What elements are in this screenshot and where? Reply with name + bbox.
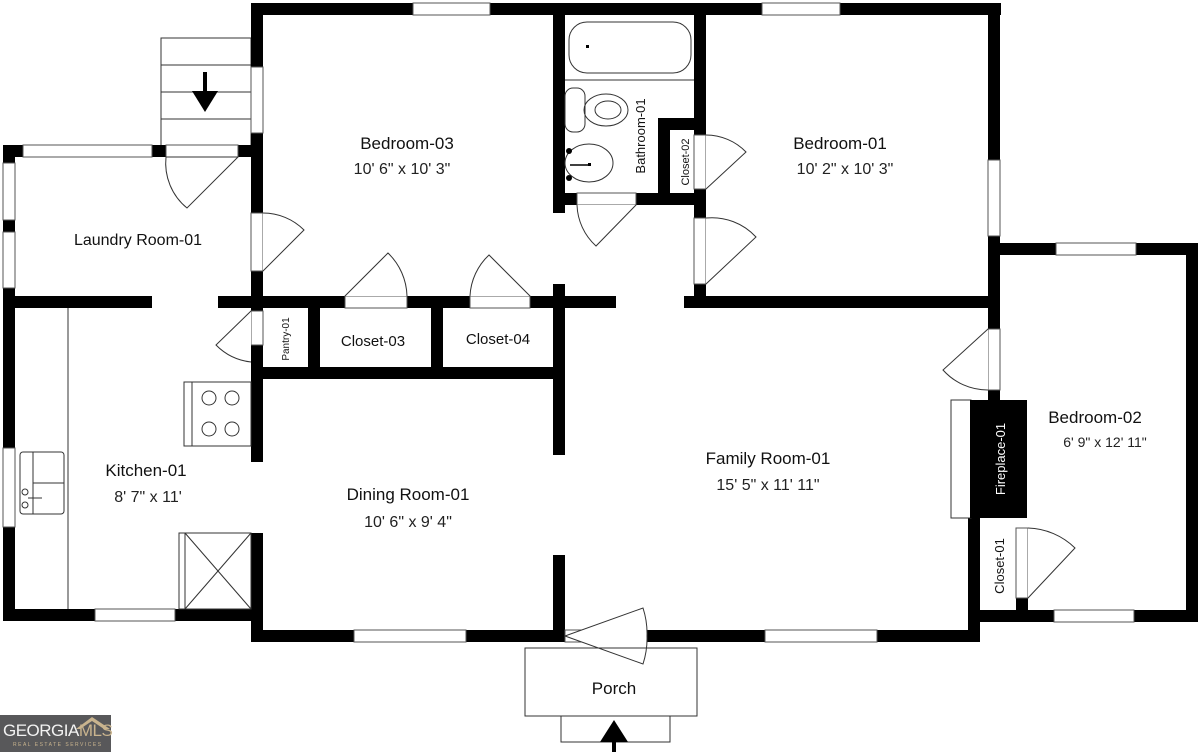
room-name: Kitchen-01 xyxy=(105,461,186,480)
room-name: Closet-01 xyxy=(992,538,1007,594)
room-closet-03: Closet-03 xyxy=(341,333,405,350)
stairs-down-arrow-icon xyxy=(192,72,218,112)
fireplace-icon xyxy=(950,399,1027,519)
room-closet-02: Closet-02 xyxy=(680,138,692,185)
room-name: Fireplace-01 xyxy=(993,423,1008,495)
room-dimensions: 8' 7" x 11' xyxy=(114,489,182,506)
door-pantry xyxy=(215,310,264,363)
kitchen-sink-icon xyxy=(19,451,65,515)
bathtub-icon xyxy=(568,21,692,74)
room-closet-01: Closet-01 xyxy=(992,538,1007,594)
door-closet-03 xyxy=(344,252,408,309)
door-bedroom02 xyxy=(942,328,1001,391)
door-closet-01 xyxy=(1015,527,1076,599)
roof-icon xyxy=(76,717,110,729)
room-dining-01: Dining Room-01 10' 6" x 9' 4" xyxy=(347,485,470,531)
room-name: Dining Room-01 xyxy=(347,485,470,504)
fixtures xyxy=(19,21,1027,752)
room-closet-04: Closet-04 xyxy=(466,331,530,348)
door-bedroom03-west xyxy=(250,212,305,272)
room-family-01: Family Room-01 15' 5" x 11' 11" xyxy=(706,449,831,494)
stove-icon xyxy=(183,381,252,447)
room-name: Porch xyxy=(592,679,636,698)
refrigerator-icon xyxy=(178,532,252,610)
stairs xyxy=(160,37,252,147)
room-name: Bedroom-01 xyxy=(793,134,887,153)
logo-brand-right: MLS xyxy=(78,721,113,740)
room-kitchen-01: Kitchen-01 8' 7" x 11' xyxy=(105,461,186,506)
door-bathroom xyxy=(576,192,637,247)
room-pantry-01: Pantry-01 xyxy=(281,317,292,361)
room-bathroom-01: Bathroom-01 xyxy=(633,98,648,173)
room-name: Bathroom-01 xyxy=(633,98,648,173)
room-dimensions: 10' 2" x 10' 3" xyxy=(797,161,894,178)
room-labels: Bedroom-03 10' 6" x 10' 3" Bedroom-01 10… xyxy=(74,98,1147,698)
door-bedroom01 xyxy=(693,217,757,285)
room-name: Closet-02 xyxy=(680,138,692,185)
room-name: Bedroom-02 xyxy=(1048,408,1142,427)
room-bedroom-03: Bedroom-03 10' 6" x 10' 3" xyxy=(354,134,454,178)
room-dimensions: 10' 6" x 9' 4" xyxy=(364,514,452,531)
room-name: Bedroom-03 xyxy=(360,134,454,153)
room-name: Family Room-01 xyxy=(706,449,831,468)
room-fireplace-01: Fireplace-01 xyxy=(993,423,1008,495)
room-bedroom-02: Bedroom-02 6' 9" x 12' 11" xyxy=(1048,408,1147,450)
doors xyxy=(165,134,1076,665)
georgia-mls-logo: GEORGIAMLS REAL ESTATE SERVICES xyxy=(0,715,113,752)
room-bedroom-01: Bedroom-01 10' 2" x 10' 3" xyxy=(793,134,893,178)
logo-brand-left: GEORGIA xyxy=(3,721,79,740)
room-dimensions: 6' 9" x 12' 11" xyxy=(1063,434,1147,450)
room-name: Laundry Room-01 xyxy=(74,232,202,249)
walls xyxy=(3,3,1198,642)
toilet-icon xyxy=(564,87,629,133)
door-front xyxy=(564,607,648,665)
door-laundry-stairs xyxy=(165,156,240,209)
door-closet-02 xyxy=(693,134,747,190)
room-dimensions: 10' 6" x 10' 3" xyxy=(354,161,451,178)
room-name: Closet-04 xyxy=(466,331,530,348)
room-name: Closet-03 xyxy=(341,333,405,350)
room-name: Pantry-01 xyxy=(281,317,292,361)
entry-arrow-icon xyxy=(600,720,628,752)
room-porch: Porch xyxy=(592,679,636,698)
windows xyxy=(2,2,1137,643)
door-closet-04 xyxy=(469,254,531,309)
room-laundry-01: Laundry Room-01 xyxy=(74,232,202,249)
sink-icon xyxy=(564,143,614,183)
logo-brand: GEORGIAMLS xyxy=(3,721,113,741)
logo-tagline: REAL ESTATE SERVICES xyxy=(13,742,103,748)
room-dimensions: 15' 5" x 11' 11" xyxy=(716,477,819,494)
